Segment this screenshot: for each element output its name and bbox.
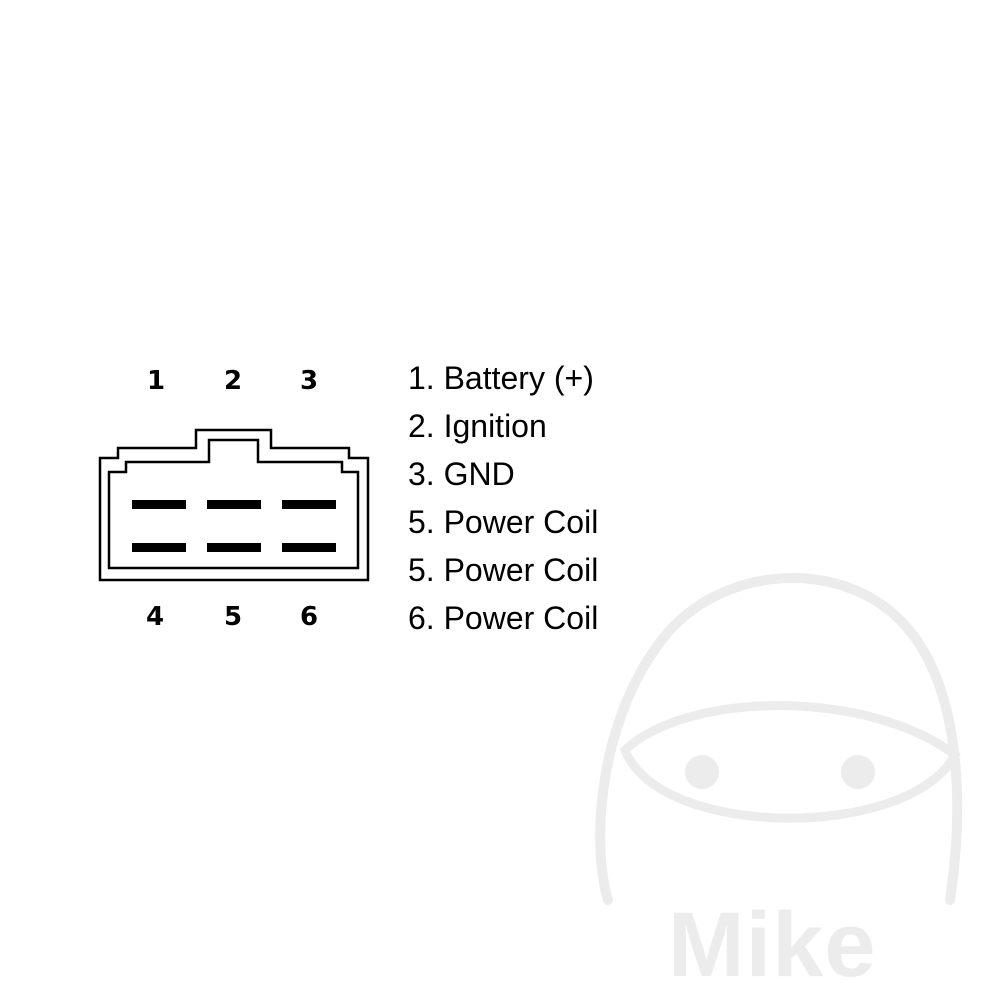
helmet-eye-left [685, 755, 719, 789]
helmet-visor [619, 701, 961, 823]
watermark-text: Mike [668, 894, 877, 996]
terminal-3 [282, 500, 336, 509]
terminal-5 [207, 543, 261, 552]
pin-number-2: 2 [223, 366, 243, 396]
pin-number-5: 5 [223, 602, 243, 632]
connector-outer-outline [98, 428, 370, 582]
legend-item-power-coil-b: 5. Power Coil [408, 552, 599, 588]
legend-item-ignition: 2. Ignition [408, 408, 547, 444]
pin-legend: 1. Battery (+) 2. Ignition 3. GND 5. Pow… [408, 354, 598, 642]
helmet-eye-right [841, 755, 875, 789]
helmet-outline [595, 572, 963, 905]
pin-number-3: 3 [299, 366, 319, 396]
terminal-1 [132, 500, 186, 509]
pin-number-4: 4 [145, 602, 165, 632]
legend-item-gnd: 3. GND [408, 456, 515, 492]
terminal-2 [207, 500, 261, 509]
helmet-logo-watermark [595, 572, 963, 905]
terminal-4 [132, 543, 186, 552]
legend-item-battery: 1. Battery (+) [408, 360, 594, 396]
legend-item-power-coil-a: 5. Power Coil [408, 504, 599, 540]
connector-inner-outline [107, 438, 360, 570]
legend-item-power-coil-c: 6. Power Coil [408, 600, 599, 636]
pin-number-6: 6 [299, 602, 319, 632]
terminal-6 [282, 543, 336, 552]
pin-number-1: 1 [146, 366, 166, 396]
